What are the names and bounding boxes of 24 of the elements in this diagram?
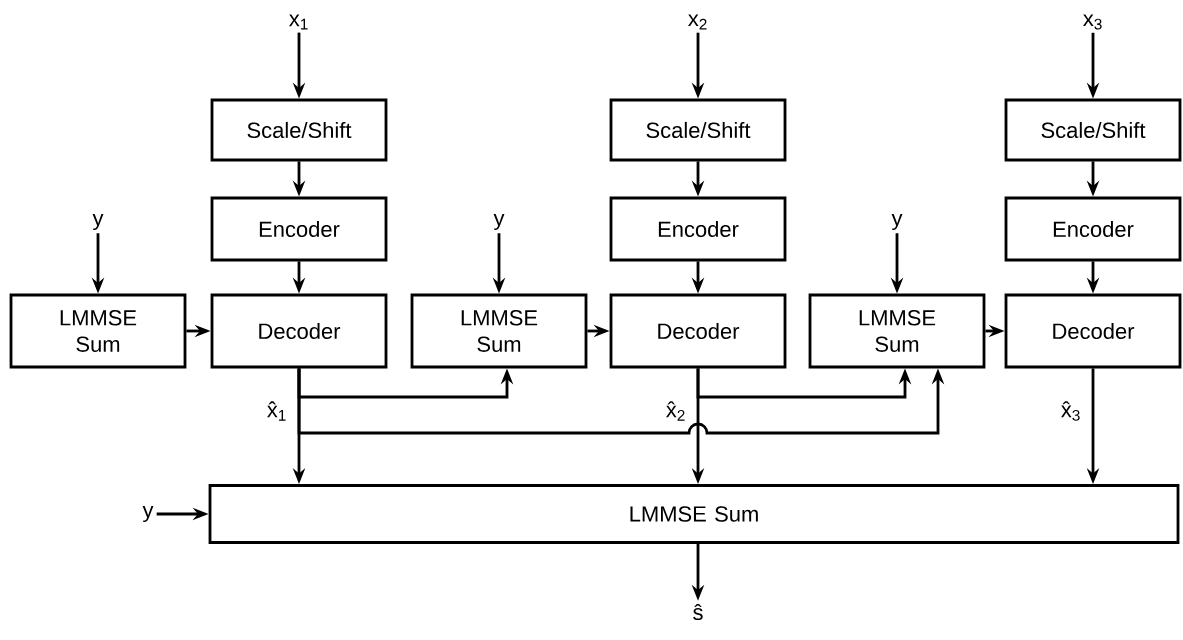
scale-shift-box: Scale/Shift bbox=[210, 98, 388, 162]
encoder-box: Encoder bbox=[210, 196, 388, 262]
signal-label: x̂$_{3}$ bbox=[1061, 401, 1080, 421]
input-label: y bbox=[891, 213, 903, 231]
input-label: y bbox=[92, 213, 104, 231]
decoder-box: Decoder bbox=[210, 293, 388, 369]
signal-label: x̂$_{2}$ bbox=[666, 401, 685, 421]
input-label: x$_{2}$ bbox=[688, 14, 707, 30]
signal-label: x̂$_{1}$ bbox=[267, 401, 286, 421]
lmmse-sum-box: LMMSE Sum bbox=[9, 293, 187, 369]
input-label: x$_{3}$ bbox=[1083, 14, 1102, 30]
decoder-box: Decoder bbox=[1004, 293, 1182, 369]
output-label: ŝ bbox=[693, 603, 703, 621]
scale-shift-box: Scale/Shift bbox=[609, 98, 787, 162]
encoder-box: Encoder bbox=[609, 196, 787, 262]
input-label: y bbox=[142, 505, 154, 523]
lmmse-sum-box: LMMSE Sum bbox=[208, 484, 1180, 544]
encoder-box: Encoder bbox=[1004, 196, 1182, 262]
decoder-box: Decoder bbox=[609, 293, 787, 369]
input-label: x$_{1}$ bbox=[289, 14, 308, 30]
lmmse-sum-box: LMMSE Sum bbox=[808, 293, 986, 369]
scale-shift-box: Scale/Shift bbox=[1004, 98, 1182, 162]
input-label: y bbox=[493, 213, 505, 231]
lmmse-sum-box: LMMSE Sum bbox=[410, 293, 588, 369]
